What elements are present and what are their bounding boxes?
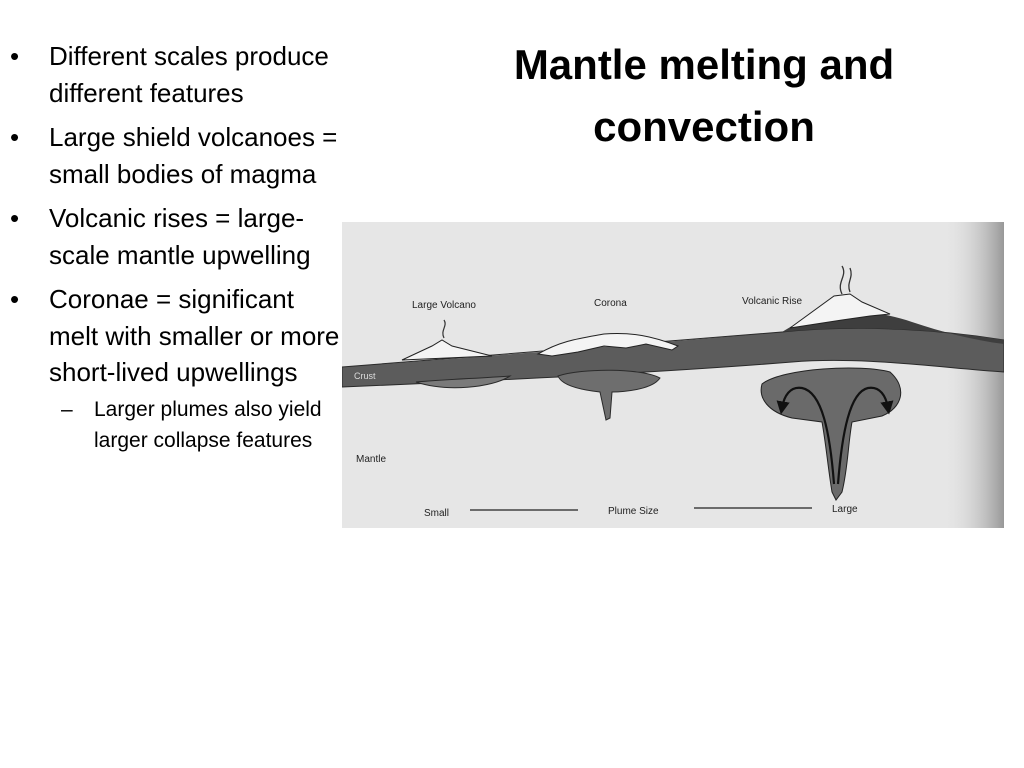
bullet-dot-icon: • [10, 41, 20, 71]
corona-magma-head [557, 369, 661, 421]
bullet-item: • Volcanic rises = large-scale mantle up… [8, 200, 344, 273]
sub-bullet-item: – Larger plumes also yield larger collap… [49, 394, 344, 456]
slide-title: Mantle melting and convection [513, 41, 895, 150]
bullet-text: Volcanic rises = large-scale mantle upwe… [49, 203, 311, 270]
sub-bullet-text: Larger plumes also yield larger collapse… [94, 397, 322, 452]
large-volcano-smoke [442, 319, 446, 339]
corona-relief [536, 333, 680, 357]
bullet-text: Large shield volcanoes = small bodies of… [49, 122, 338, 189]
bullet-dot-icon: • [10, 203, 20, 233]
label-crust: Crust [354, 371, 376, 381]
volcanic-rise-cone [789, 293, 891, 329]
label-large: Large [832, 504, 858, 515]
label-small: Small [424, 508, 449, 519]
scan-shadow [942, 222, 1004, 528]
bullet-item: • Large shield volcanoes = small bodies … [8, 119, 344, 192]
large-volcano-cone [401, 339, 493, 361]
sub-bullet-list: – Larger plumes also yield larger collap… [49, 394, 344, 456]
bullet-dot-icon: • [10, 122, 20, 152]
label-corona: Corona [594, 298, 627, 309]
dash-icon: – [61, 397, 73, 421]
volcanic-rise-plume-smoke [839, 265, 852, 295]
convection-arrow-right-icon [836, 386, 894, 485]
large-volcano-magma [415, 375, 512, 389]
convection-arrow-left-icon [776, 386, 836, 485]
bullet-item: • Different scales produce different fea… [8, 38, 344, 111]
large-plume [760, 367, 902, 501]
label-mantle: Mantle [356, 454, 386, 465]
plume-diagram: Large Volcano Corona Volcanic Rise Crust… [342, 222, 1004, 528]
label-volcanic-rise: Volcanic Rise [742, 296, 802, 307]
bullet-item: • Coronae = significant melt with smalle… [8, 281, 344, 456]
bullet-dot-icon: • [10, 284, 20, 314]
bullet-list: • Different scales produce different fea… [8, 38, 344, 464]
label-large-volcano: Large Volcano [412, 300, 476, 311]
bullet-text: Coronae = significant melt with smaller … [49, 284, 340, 387]
label-plume-size: Plume Size [608, 506, 659, 517]
plume-diagram-svg: Large Volcano Corona Volcanic Rise Crust… [342, 222, 1004, 528]
bullet-text: Different scales produce different featu… [49, 41, 329, 108]
